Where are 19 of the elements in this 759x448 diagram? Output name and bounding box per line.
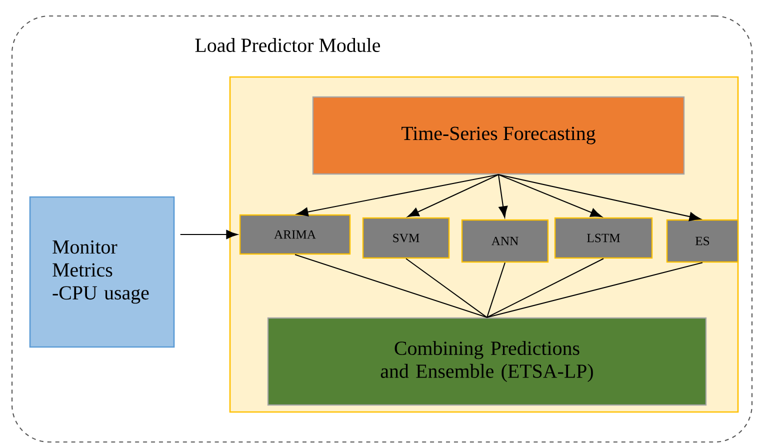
model-box: ES [666,219,739,263]
model-box: LSTM [554,217,653,259]
process-box: Time-Series Forecasting [312,96,685,175]
arrow [180,230,238,240]
model-box: SVM [362,217,450,259]
model-box: ANN [461,219,549,263]
connector-line [406,258,488,318]
arrow [296,174,499,216]
model-box: ARIMA [239,214,351,255]
arrow [498,174,701,222]
arrow [498,174,602,218]
output-box: Combining Predictions and Ensemble (ETSA-LP) [267,317,707,406]
arrow [498,174,508,218]
connector-line [294,254,488,318]
connector-line [486,262,703,318]
connector-line [486,258,604,318]
arrow [407,174,499,218]
input-box: Monitor Metrics -CPU usage [29,196,175,348]
connector-line [486,262,506,318]
